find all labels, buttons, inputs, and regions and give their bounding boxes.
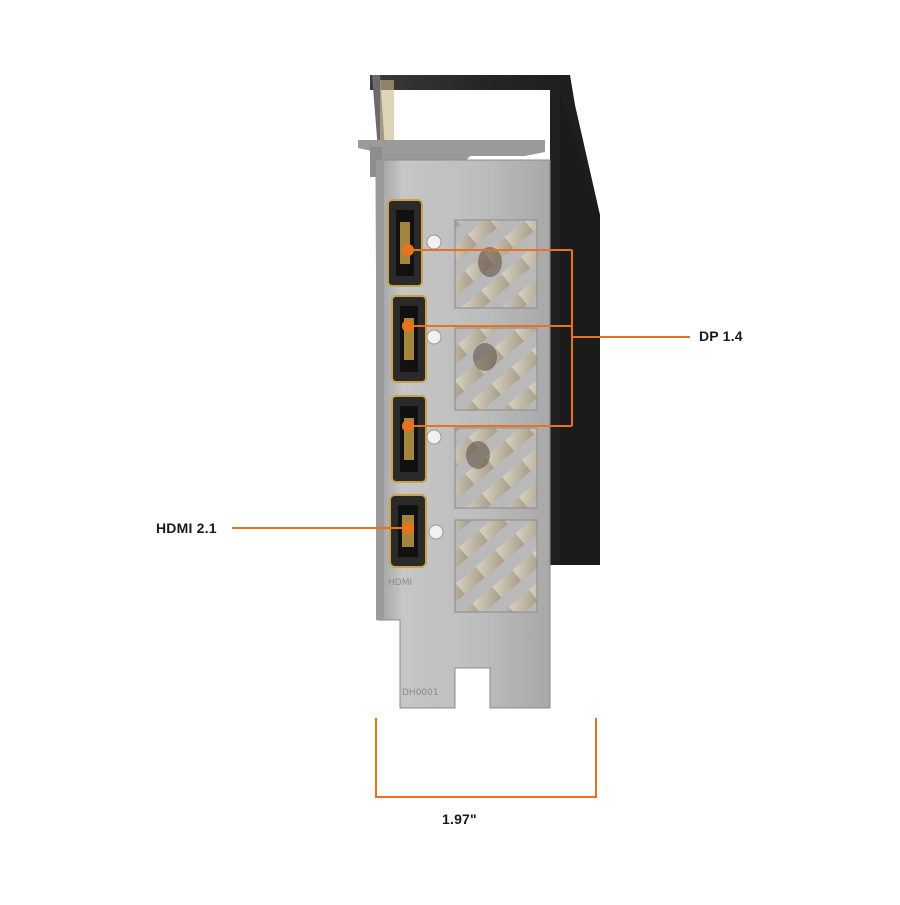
width-dimension-bracket [375,718,597,798]
bracket-screws [426,234,444,540]
displayport-connector [387,199,423,287]
part-code-engraving: DH0001 [402,688,439,698]
dp-callout-lines [408,249,690,427]
displayport-connector [391,295,427,383]
hdmi-engraving: HDMI [388,578,412,588]
bracket-vents [454,219,538,613]
card-shroud [370,75,600,565]
dp-callout-dots [402,244,414,432]
displayport-connector [391,395,427,483]
hdmi-label: HDMI 2.1 [156,520,217,536]
width-dimension-label: 1.97" [442,811,477,827]
dp-label: DP 1.4 [699,328,743,344]
hdmi-callout-line [232,522,414,534]
